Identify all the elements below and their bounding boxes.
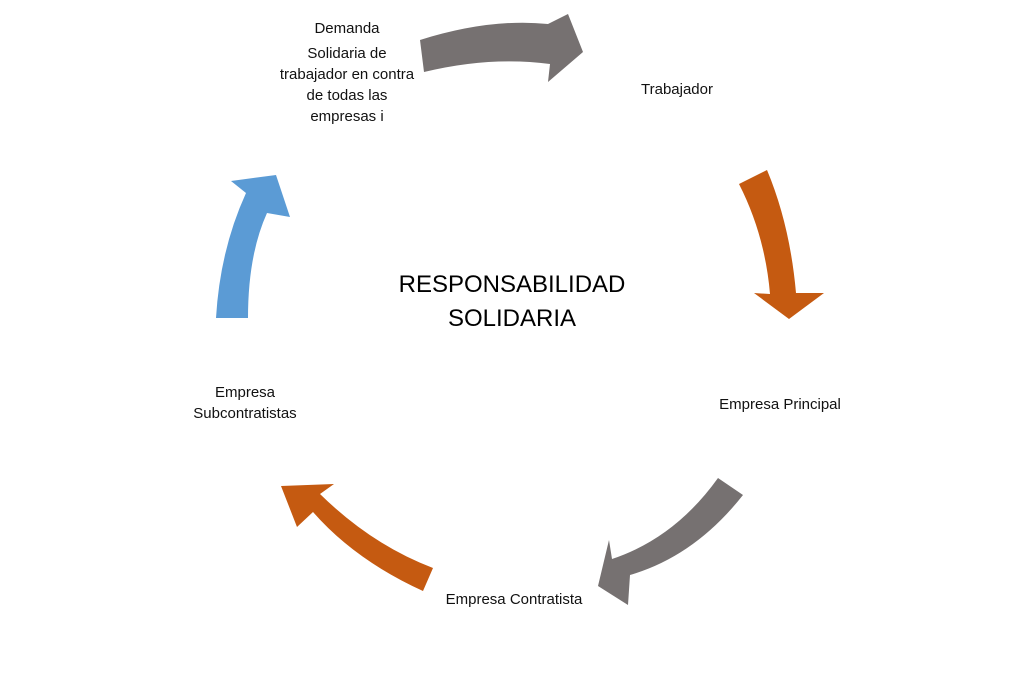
node-empresa-subcontratistas: Empresa Subcontratistas	[170, 382, 320, 424]
arrow-principal-to-contratista	[598, 478, 743, 605]
arrow-trabajador-to-principal	[739, 170, 824, 319]
node-demanda: Demanda Solidaria de trabajador en contr…	[258, 18, 436, 127]
center-title-line-1: RESPONSABILIDAD	[398, 271, 626, 298]
demanda-line-1: Solidaria de	[307, 45, 387, 62]
center-title-line-2: SOLIDARIA	[447, 305, 577, 332]
demanda-line-2: trabajador en contra	[279, 66, 415, 83]
arrow-contratista-to-subcontratistas	[281, 484, 433, 591]
arrow-demanda-to-trabajador	[420, 14, 583, 82]
center-title: RESPONSABILIDAD SOLIDARIA	[362, 268, 662, 336]
node-empresa-contratista: Empresa Contratista	[445, 591, 583, 608]
arrow-subcontratistas-to-demanda	[216, 175, 290, 318]
node-trabajador: Trabajador	[641, 81, 713, 98]
subcontratistas-line-2: Subcontratistas	[193, 405, 297, 422]
subcontratistas-line-1: Empresa	[214, 384, 276, 401]
demanda-line-3: de todas las	[306, 87, 388, 104]
demanda-line-4: empresas i	[310, 108, 384, 125]
demanda-heading: Demanda	[314, 20, 380, 37]
node-empresa-principal: Empresa Principal	[719, 396, 841, 413]
